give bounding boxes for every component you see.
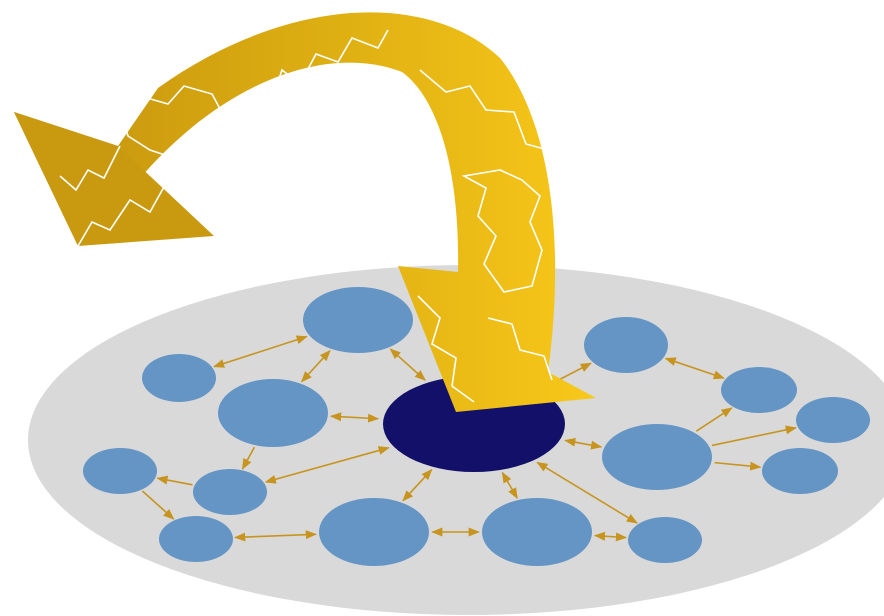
link-arrow [402,468,433,502]
link-arrow [714,461,762,471]
network-node [193,469,267,515]
curved-arrow-body [14,12,596,412]
link-arrow [695,407,733,432]
link-arrow [593,531,628,542]
network-node [319,498,429,566]
link-arrow [711,425,797,447]
map-outline [225,85,393,177]
network-node [303,287,413,353]
link-arrow [300,349,331,383]
curved-arrow [14,12,596,412]
link-arrow [241,446,256,470]
map-outline [77,29,389,247]
link-arrow [664,357,725,380]
network-node [602,424,712,490]
map-outline [461,169,543,293]
network-node [628,517,702,563]
link-arrow [234,530,317,542]
link-arrow [141,490,175,520]
network-node [721,367,797,413]
map-outline [59,145,121,192]
network-node [796,397,870,443]
network-node [482,498,592,566]
network-node [142,354,216,402]
map-outline [487,317,553,381]
link-arrow [564,437,603,450]
link-arrow [536,461,638,524]
link-arrow [501,471,518,500]
link-arrow [213,335,308,368]
network-node [218,379,328,447]
link-arrow [389,348,426,381]
links-layer [141,335,797,542]
network-node [762,448,838,494]
curved-arrow-head-left [14,112,214,246]
link-arrow [329,412,380,423]
network-node [159,516,233,562]
map-outline [419,69,549,151]
map-outline [417,295,475,403]
link-arrow [156,475,193,486]
network-node [83,448,157,494]
network-node [584,317,668,373]
link-arrow [264,446,390,484]
